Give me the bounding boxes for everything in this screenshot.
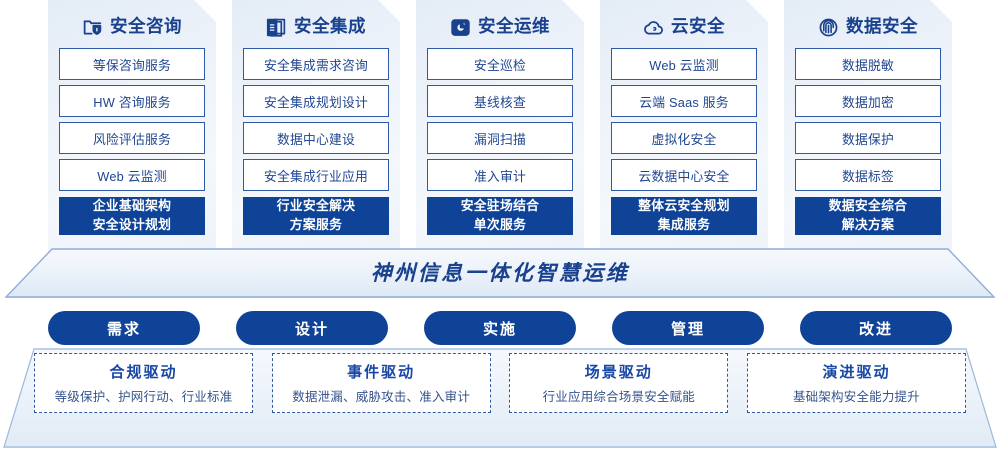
panel-summary-line: 行业安全解决 — [276, 198, 356, 214]
service-panel: 安全运维安全巡检基线核查漏洞扫描准入审计安全驻场结合单次服务 — [416, 0, 584, 252]
service-panel: 安全咨询等保咨询服务 HW 咨询服务风险评估服务 Web 云监测企业基础架构安全设计… — [48, 0, 216, 252]
service-item[interactable]: HW 咨询服务 — [59, 85, 205, 117]
service-item[interactable]: Web 云监测 — [611, 48, 757, 80]
panel-summary[interactable]: 企业基础架构安全设计规划 — [59, 197, 205, 235]
service-item[interactable]: 数据保护 — [795, 122, 941, 154]
panel-header: 云安全 — [611, 6, 757, 48]
panel-summary-line: 安全设计规划 — [92, 217, 172, 232]
panel-header: 安全咨询 — [59, 6, 205, 48]
panel-summary[interactable]: 整体云安全规划集成服务 — [611, 197, 757, 235]
service-item[interactable]: 数据加密 — [795, 85, 941, 117]
driver-subtitle: 基础架构安全能力提升 — [792, 390, 920, 404]
service-item[interactable]: 等保咨询服务 — [59, 48, 205, 80]
service-item[interactable]: 基线核查 — [427, 85, 573, 117]
folder-shield-icon — [82, 17, 103, 38]
driver-subtitle: 行业应用综合场景安全赋能 — [542, 390, 696, 404]
panel-summary[interactable]: 行业安全解决方案服务 — [243, 197, 389, 235]
panel-summary-line: 安全驻场结合 — [460, 198, 540, 214]
panel-summary-line: 解决方案 — [841, 217, 895, 232]
service-item[interactable]: 云端 Saas 服务 — [611, 85, 757, 117]
service-item[interactable]: 数据标签 — [795, 159, 941, 191]
driver-card[interactable]: 合规驱动等级保护、护网行动、行业标准 — [34, 353, 253, 413]
driver-title: 场景驱动 — [584, 364, 653, 381]
driver-cards: 合规驱动等级保护、护网行动、行业标准事件驱动数据泄漏、威胁攻击、准入审计场景驱动… — [0, 353, 1000, 441]
driver-card[interactable]: 场景驱动行业应用综合场景安全赋能 — [509, 353, 729, 413]
lifecycle-pill[interactable]: 管理 — [612, 311, 764, 345]
panel-summary-line: 单次服务 — [473, 217, 527, 232]
panel-title: 云安全 — [671, 16, 725, 37]
driver-card[interactable]: 演进驱动基础架构安全能力提升 — [746, 353, 966, 413]
panel-summary-line: 方案服务 — [289, 217, 343, 232]
service-item[interactable]: 安全巡检 — [427, 48, 573, 80]
lifecycle-pill[interactable]: 需求 — [48, 311, 200, 345]
panel-summary-line: 集成服务 — [657, 217, 711, 232]
stacked-documents-icon — [266, 17, 287, 38]
panel-title: 安全咨询 — [110, 16, 182, 37]
driver-title: 演进驱动 — [822, 364, 891, 381]
cloud-icon — [643, 17, 664, 38]
platform-banner: 神州信息一体化智慧运维 — [6, 248, 994, 298]
service-item[interactable]: 数据脱敏 — [795, 48, 941, 80]
service-item[interactable]: 漏洞扫描 — [427, 122, 573, 154]
panel-summary[interactable]: 安全驻场结合单次服务 — [427, 197, 573, 235]
lifecycle-pills: 需求 设计 实施 管理 改进 — [0, 311, 1000, 345]
driver-card[interactable]: 事件驱动数据泄漏、威胁攻击、准入审计 — [271, 353, 491, 413]
panel-summary-line: 企业基础架构 — [92, 198, 172, 214]
driver-subtitle: 数据泄漏、威胁攻击、准入审计 — [292, 390, 471, 404]
panel-summary-line: 数据安全综合 — [828, 198, 908, 214]
service-panels: 安全咨询等保咨询服务 HW 咨询服务风险评估服务 Web 云监测企业基础架构安全设计… — [0, 0, 1000, 252]
monitor-chart-icon — [450, 17, 471, 38]
panel-title: 安全运维 — [478, 16, 550, 37]
service-item[interactable]: 虚拟化安全 — [611, 122, 757, 154]
panel-header: 数据安全 — [795, 6, 941, 48]
panel-summary-line: 整体云安全规划 — [638, 198, 730, 214]
service-panel: 云安全 Web 云监测云端 Saas 服务虚拟化安全云数据中心安全整体云安全规划集… — [600, 0, 768, 252]
driver-subtitle: 等级保护、护网行动、行业标准 — [54, 390, 233, 404]
service-item[interactable]: 数据中心建设 — [243, 122, 389, 154]
service-item[interactable]: 云数据中心安全 — [611, 159, 757, 191]
lifecycle-pill[interactable]: 改进 — [800, 311, 952, 345]
panel-title: 安全集成 — [294, 16, 366, 37]
driver-title: 事件驱动 — [347, 364, 416, 381]
driver-title: 合规驱动 — [109, 364, 178, 381]
lifecycle-pill[interactable]: 设计 — [236, 311, 388, 345]
service-item[interactable]: 风险评估服务 — [59, 122, 205, 154]
service-item[interactable]: 安全集成行业应用 — [243, 159, 389, 191]
panel-title: 数据安全 — [846, 16, 918, 37]
service-item[interactable]: 安全集成规划设计 — [243, 85, 389, 117]
service-item[interactable]: 准入审计 — [427, 159, 573, 191]
panel-header: 安全运维 — [427, 6, 573, 48]
platform-banner-label: 神州信息一体化智慧运维 — [370, 262, 630, 285]
panel-header: 安全集成 — [243, 6, 389, 48]
service-item[interactable]: Web 云监测 — [59, 159, 205, 191]
service-item[interactable]: 安全集成需求咨询 — [243, 48, 389, 80]
service-panel: 数据安全数据脱敏数据加密数据保护数据标签数据安全综合解决方案 — [784, 0, 952, 252]
lifecycle-pill[interactable]: 实施 — [424, 311, 576, 345]
service-panel: 安全集成安全集成需求咨询安全集成规划设计数据中心建设安全集成行业应用行业安全解决… — [232, 0, 400, 252]
fingerprint-icon — [818, 17, 839, 38]
panel-summary[interactable]: 数据安全综合解决方案 — [795, 197, 941, 235]
